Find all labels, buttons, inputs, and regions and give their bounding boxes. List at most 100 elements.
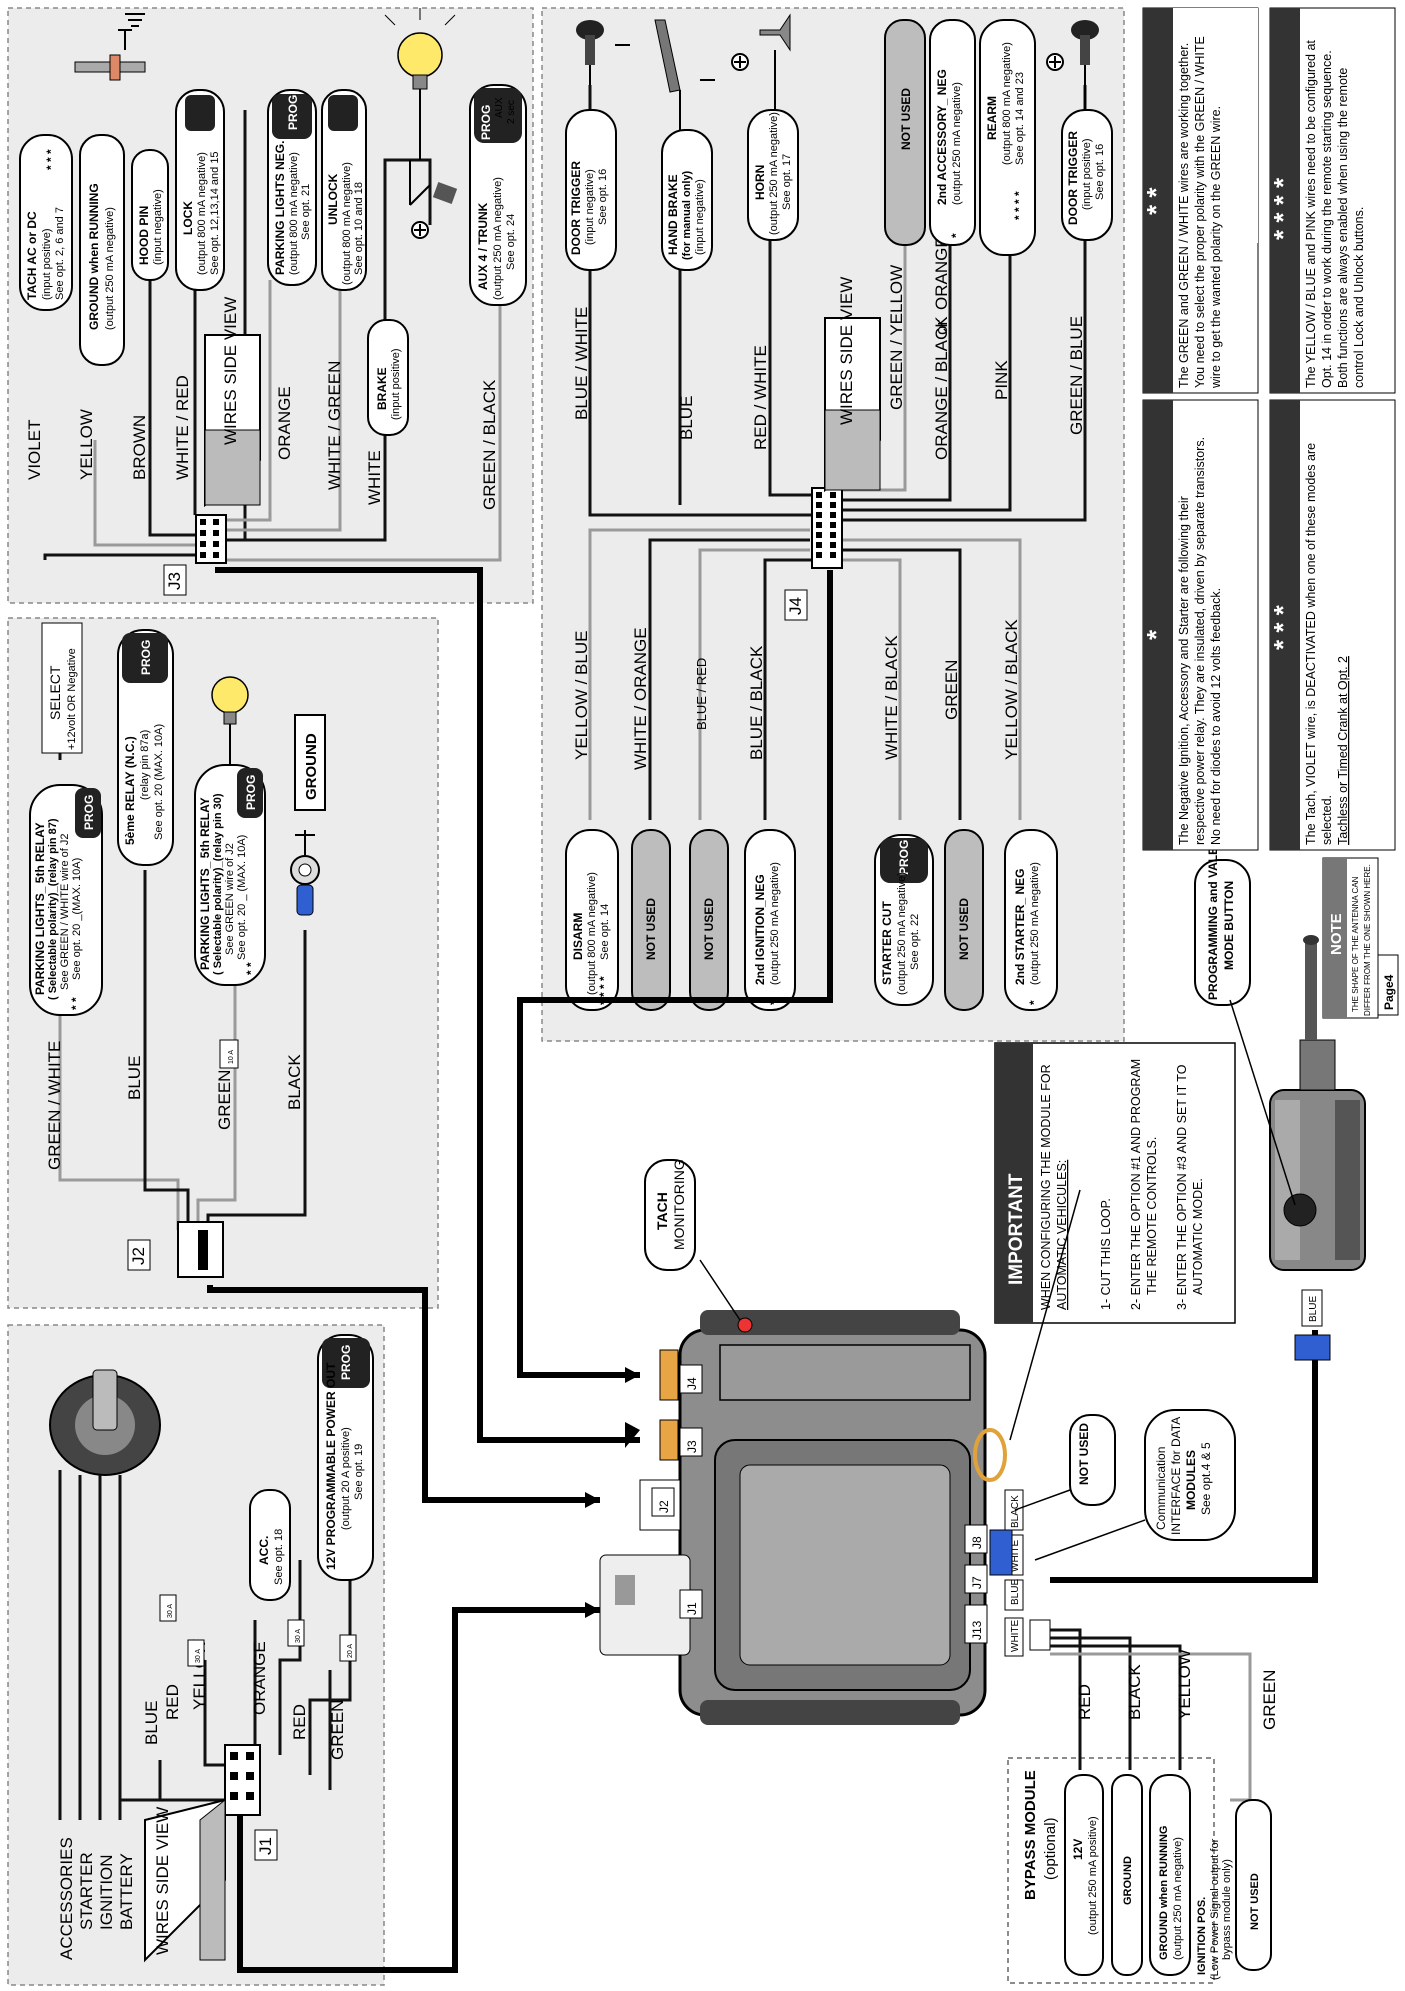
white-wire (225, 420, 387, 542)
svg-text:(relay pin 87a): (relay pin 87a) (139, 730, 151, 800)
svg-text:( Selectable polarity)_(relay: ( Selectable polarity)_(relay pin 87) (47, 818, 59, 1000)
j4-wire-label: ORANGE (932, 236, 951, 310)
svg-text:GROUND when RUNNING: GROUND when RUNNING (1158, 1826, 1170, 1960)
svg-text:J7: J7 (970, 1576, 984, 1589)
j4-rearm-pill: REARM (output 800 mA negative) See opt. … (979, 19, 1036, 256)
svg-text:NOT USED: NOT USED (1077, 1423, 1091, 1485)
j4-not-used-pill: NOT USED (631, 829, 671, 1011)
tach-led-icon (737, 1317, 753, 1333)
svg-text:(output 250 mA negative): (output 250 mA negative) (896, 872, 908, 995)
svg-text:See GREEN / WHITE wire of J2: See GREEN / WHITE wire of J2 (59, 834, 71, 990)
svg-text:See opt. 20 (MAX. 10A): See opt. 20 (MAX. 10A) (153, 724, 165, 840)
svg-text:(output 250 mA negative): (output 250 mA negative) (1172, 1837, 1184, 1960)
svg-text:* * *: * * * (44, 149, 58, 170)
port-tag: WHITE (1004, 1617, 1024, 1657)
j1-side-view-label: WIRES SIDE VIEW (153, 1807, 172, 1955)
svg-text:(output 800 mA negative): (output 800 mA negative) (341, 162, 353, 285)
svg-text:GROUND when RUNNING: GROUND when RUNNING (87, 183, 101, 330)
svg-text:NOT USED: NOT USED (899, 88, 913, 150)
svg-text:BLUE: BLUE (1308, 1296, 1319, 1322)
svg-text:See opt. 24: See opt. 24 (505, 214, 517, 270)
j1-wire (203, 1660, 225, 1767)
j4-wire (830, 240, 952, 502)
svg-text:MODE BUTTON: MODE BUTTON (1222, 881, 1236, 970)
j3-parking-lights-pill: PROG PARKING LIGHTS NEG. (output 800 mA … (267, 89, 317, 286)
white-connector (1029, 1619, 1051, 1651)
svg-text:(output 250 mA negative): (output 250 mA negative) (769, 862, 781, 985)
hood-pin-icon (74, 29, 146, 81)
svg-text:See opt. 20 _(MAX. 10A): See opt. 20 _(MAX. 10A) (71, 858, 83, 980)
j1-section: J1 BLUE RED YELLOW ORANGE RED GREEN ACCE… (49, 1334, 374, 1963)
j4-disarm-pill: DISARM (output 800 mA negative) See opt.… (565, 829, 619, 1011)
svg-text:*: * (1027, 1000, 1041, 1005)
svg-text:(Low Power Signal output for: (Low Power Signal output for (1209, 1838, 1221, 1980)
blue-wire-tag: BLUE (1301, 1289, 1323, 1327)
ground-icon (125, 13, 145, 27)
svg-text:You need to select the proper: You need to select the proper polarity w… (1193, 36, 1207, 388)
j4-side-view-wedge (824, 409, 881, 491)
j3-side-view-wedge (204, 429, 261, 506)
svg-text:control Lock and Unlock button: control Lock and Unlock buttons. (1352, 207, 1366, 388)
j1-wire-label: RED (290, 1704, 309, 1740)
j2-parking-lights-87-pill: PROG PARKING LIGHTS_ 5th RELAY ( Selecta… (29, 784, 103, 1016)
svg-text:*: * (1141, 629, 1171, 640)
svg-text:3- ENTER THE OPTION #3 AND SE: 3- ENTER THE OPTION #3 AND SET IT TO (1175, 1064, 1189, 1310)
svg-text:(input positive): (input positive) (390, 348, 402, 420)
bypass-module: BYPASS MODULE (optional) 12V (output 250… (1022, 1770, 1272, 1980)
comm-interface-label: Communication INTERFACE for DATA MODULES… (1034, 1409, 1236, 1561)
j4-wire-label: or (932, 320, 951, 335)
svg-text:(for manual only): (for manual only) (681, 170, 693, 260)
j3-wire-label: BROWN (130, 415, 149, 480)
svg-text:respective power relay. They a: respective power relay. They are insulat… (1193, 437, 1207, 845)
j2-5th-relay-pill: PROG 5ème RELAY (N.C.) (relay pin 87a) S… (117, 629, 174, 866)
svg-text:IGNITION POS.: IGNITION POS. (1196, 1897, 1208, 1975)
svg-text:* *: * * (244, 962, 258, 975)
j2-harness (207, 1285, 600, 1503)
fuse-icon: 20 A (339, 1634, 357, 1662)
automatic-loop-icon (973, 1428, 1007, 1482)
j4-2nd-accessory-pill: 2nd ACCESSORY_ NEG (output 250 mA negati… (929, 19, 976, 246)
fuse-icon: 30 A (187, 1639, 205, 1667)
j4-horn-pill: HORN (output 250 mA negative) See opt. 1… (747, 109, 799, 241)
svg-text:(output 800 mA negative): (output 800 mA negative) (586, 872, 598, 995)
j4-harness (517, 570, 833, 1378)
j4-wire-label: BLUE / BLACK (747, 645, 766, 760)
green-wire (196, 985, 237, 1230)
svg-text:wire to get the wanted polarit: wire to get the wanted polarity on the G… (1209, 106, 1223, 389)
bypass-red-wire (1050, 1628, 1082, 1770)
svg-text:(output 20 A positive): (output 20 A positive) (340, 1427, 352, 1530)
svg-text:REARM: REARM (985, 96, 999, 140)
svg-text:HOOD PIN: HOOD PIN (137, 206, 151, 265)
j4-hand-brake-pill: HAND BRAKE (for manual only) (input nega… (661, 129, 713, 271)
fuse-icon: 10 A (219, 1039, 239, 1069)
valet-button: PROGRAMMING and VALET MODE BUTTON BLUE (1194, 839, 1366, 1361)
svg-text:DIFFER FROM THE ONE SHOWN HERE: DIFFER FROM THE ONE SHOWN HERE. (1363, 864, 1372, 1016)
j4-wire (830, 558, 902, 820)
svg-text:TACH: TACH (654, 1192, 670, 1230)
svg-text:AUX 4 / TRUNK: AUX 4 / TRUNK (476, 202, 490, 290)
j3-wire-label: GREEN / BLACK (480, 379, 499, 510)
svg-text:See opt. 21: See opt. 21 (300, 184, 312, 240)
blue-wire (143, 870, 190, 1230)
j1-wire-label: ORANGE (250, 1641, 269, 1715)
tach-monitoring-label: TACH MONITORING (644, 1159, 741, 1321)
svg-text:* *: * * (1141, 187, 1171, 215)
svg-text:See opt. 16: See opt. 16 (597, 169, 609, 225)
j4-wire-label: BLUE (677, 396, 696, 440)
svg-text:AUX: AUX (494, 97, 505, 118)
svg-text:(input positive): (input positive) (1081, 138, 1093, 210)
svg-text:Opt. 14 in order to work durin: Opt. 14 in order to work during the remo… (1320, 50, 1334, 388)
svg-text:The GREEN and GREEN / WHITE wi: The GREEN and GREEN / WHITE wires are wo… (1177, 43, 1191, 388)
important-title: IMPORTANT (1006, 1173, 1027, 1285)
ignition-label: ACCESSORIES (57, 1837, 76, 1960)
bypass-wire-label: BLACK (1125, 1664, 1144, 1720)
svg-text:See GREEN wire of J2: See GREEN wire of J2 (224, 843, 236, 955)
j4-wire-label: BLUE / RED (694, 658, 709, 730)
svg-text:(optional): (optional) (1042, 1817, 1059, 1880)
svg-text:INTERFACE for DATA: INTERFACE for DATA (1169, 1417, 1183, 1535)
brake-switch-icon (409, 160, 458, 239)
svg-text:30 A: 30 A (295, 1629, 302, 1643)
j4-2nd-ignition-pill: 2nd IGNITION_NEG (output 250 mA negative… (744, 829, 796, 1011)
bypass-green-wire (1050, 1652, 1252, 1802)
svg-text:The Tach, VIOLET wire, is DEAC: The Tach, VIOLET wire, is DEACTIVATED wh… (1304, 443, 1318, 845)
